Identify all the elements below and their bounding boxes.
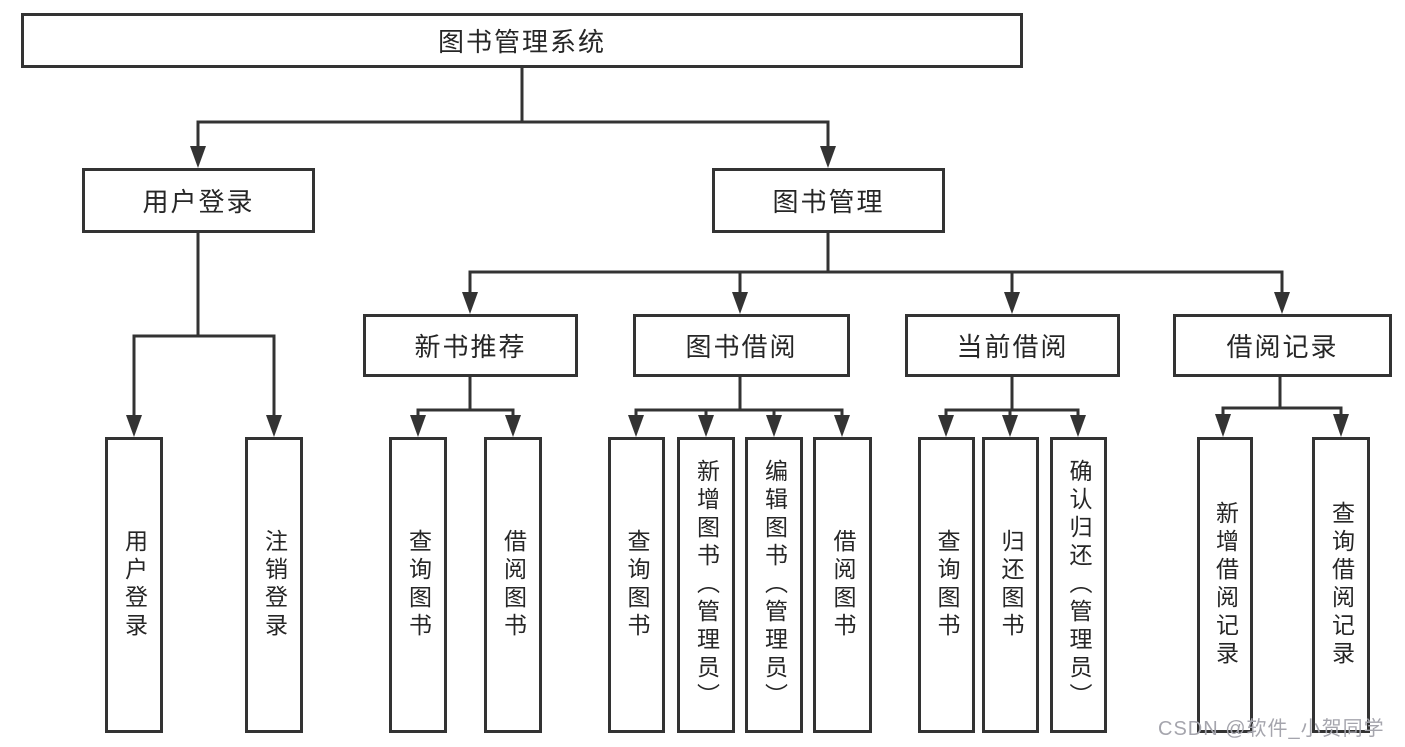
connector-book-borrow-children (628, 375, 850, 437)
node-label: 用户登录 (142, 187, 255, 217)
node-label: 编辑图书（管理员） (761, 459, 788, 711)
arrow-down-icon (1070, 415, 1086, 437)
arrow-down-icon (732, 292, 748, 314)
arrow-down-icon (126, 415, 142, 437)
node-leaf-logout: 注销登录 (245, 437, 303, 733)
node-new-book-recommend: 新书推荐 (363, 314, 578, 377)
connector-book-mgmt-to-level3 (462, 231, 1290, 314)
node-label: 借阅图书 (500, 529, 527, 641)
node-book-borrowing: 图书借阅 (633, 314, 850, 377)
csdn-watermark: CSDN @软件_小贺同学 (1158, 718, 1385, 740)
arrow-down-icon (266, 415, 282, 437)
connector-current-borrow-children (938, 375, 1086, 437)
node-leaf-return-books: 归还图书 (982, 437, 1039, 733)
node-label: 归还图书 (998, 529, 1024, 641)
arrow-down-icon (1004, 292, 1020, 314)
node-label: 新增借阅记录 (1212, 501, 1239, 669)
node-label: 当前借阅 (956, 332, 1069, 362)
node-label: 注销登录 (261, 529, 288, 641)
node-leaf-query-books-recommend: 查询图书 (389, 437, 447, 733)
node-label: 确认归还（管理员） (1066, 459, 1092, 711)
node-leaf-borrow-books: 借阅图书 (813, 437, 872, 733)
arrow-down-icon (1333, 414, 1349, 437)
arrow-down-icon (410, 415, 426, 437)
arrow-down-icon (820, 146, 836, 168)
arrow-down-icon (505, 415, 521, 437)
connector-user-login-children (126, 231, 282, 437)
node-leaf-query-books-current: 查询图书 (918, 437, 975, 733)
node-leaf-query-borrow-record: 查询借阅记录 (1312, 437, 1370, 733)
node-borrowing-records: 借阅记录 (1173, 314, 1392, 377)
arrow-down-icon (766, 415, 782, 437)
arrow-down-icon (938, 415, 954, 437)
arrow-down-icon (834, 415, 850, 437)
node-label: 图书管理 (772, 187, 885, 217)
node-library-management-system: 图书管理系统 (21, 13, 1023, 68)
arrow-down-icon (190, 146, 206, 168)
connector-root-to-level2 (190, 66, 836, 168)
node-leaf-add-borrow-record: 新增借阅记录 (1197, 437, 1253, 733)
node-label: 图书管理系统 (437, 27, 606, 57)
node-leaf-borrow-books-recommend: 借阅图书 (484, 437, 542, 733)
arrow-down-icon (1002, 415, 1018, 437)
node-leaf-confirm-return-admin: 确认归还（管理员） (1050, 437, 1107, 733)
node-label: 查询图书 (405, 529, 432, 641)
node-label: 查询图书 (624, 529, 650, 641)
node-user-login: 用户登录 (82, 168, 315, 233)
connector-new-book-children (410, 375, 521, 437)
node-label: 查询图书 (934, 529, 960, 641)
arrow-down-icon (698, 415, 714, 437)
node-label: 借阅记录 (1226, 332, 1339, 362)
node-current-borrowing: 当前借阅 (905, 314, 1120, 377)
node-label: 用户登录 (121, 529, 148, 641)
connector-borrow-records-children (1215, 375, 1349, 437)
node-leaf-add-books-admin: 新增图书（管理员） (677, 437, 735, 733)
node-label: 新增图书（管理员） (693, 459, 720, 711)
node-leaf-edit-books-admin: 编辑图书（管理员） (745, 437, 803, 733)
node-label: 新书推荐 (414, 332, 527, 362)
arrow-down-icon (1274, 292, 1290, 314)
node-leaf-user-login: 用户登录 (105, 437, 163, 733)
node-leaf-query-books-borrowing: 查询图书 (608, 437, 665, 733)
arrow-down-icon (628, 415, 644, 437)
node-book-management: 图书管理 (712, 168, 945, 233)
node-label: 借阅图书 (830, 529, 856, 641)
node-label: 查询借阅记录 (1328, 501, 1355, 669)
node-label: 图书借阅 (685, 332, 798, 362)
arrow-down-icon (1215, 414, 1231, 437)
arrow-down-icon (462, 292, 478, 314)
